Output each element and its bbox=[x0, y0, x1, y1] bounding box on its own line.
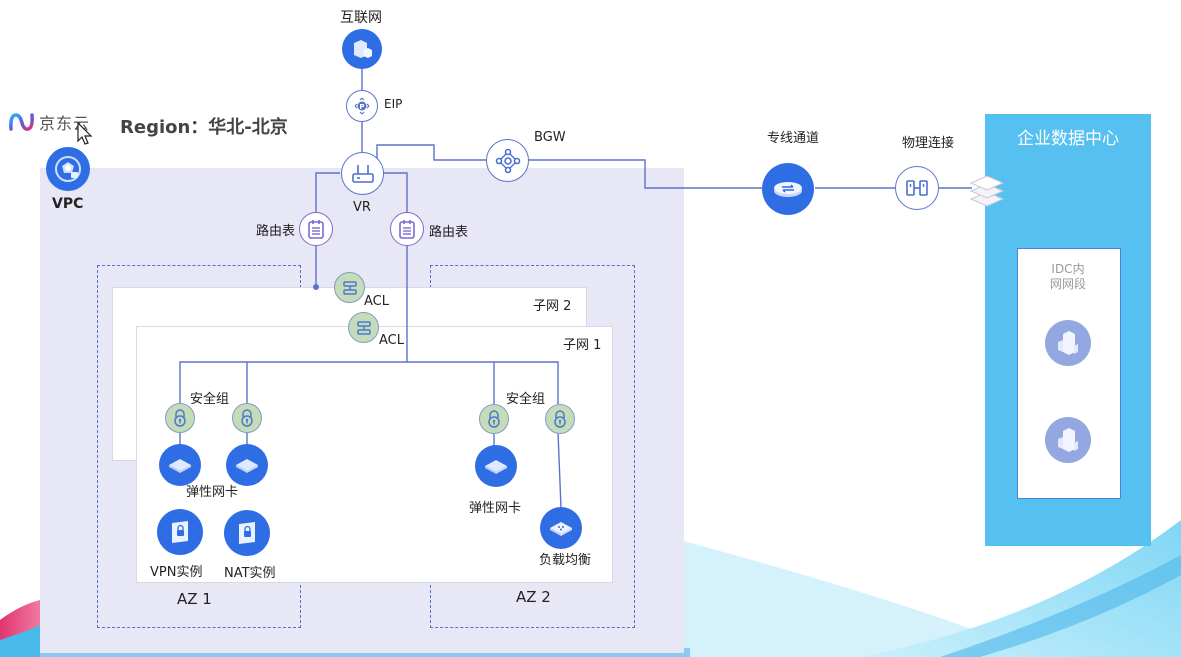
nat-instance-icon bbox=[239, 522, 255, 544]
svg-text:P: P bbox=[359, 103, 364, 111]
route-table-icon bbox=[399, 220, 415, 239]
idc-server-node-1[interactable] bbox=[1045, 320, 1091, 366]
bgw-node[interactable] bbox=[486, 139, 529, 182]
enterprise-datacenter-title: 企业数据中心 bbox=[1017, 129, 1119, 149]
building-icon bbox=[1058, 428, 1078, 452]
vr-node[interactable] bbox=[341, 152, 384, 195]
route-table-icon bbox=[308, 220, 324, 239]
nat-instance-node[interactable] bbox=[224, 510, 270, 556]
region-title: Region：华北-北京 bbox=[120, 117, 288, 138]
idc-subnet-label: IDC内 网网段 bbox=[1049, 262, 1086, 291]
route-table-node-2[interactable] bbox=[390, 212, 424, 246]
acl-icon bbox=[356, 320, 371, 335]
network-card-icon bbox=[236, 459, 258, 473]
acl-icon bbox=[342, 280, 357, 295]
vpc-label: VPC bbox=[52, 196, 84, 212]
eip-label: EIP bbox=[384, 97, 403, 111]
eni-node-2[interactable] bbox=[226, 444, 268, 486]
idc-server-node-2[interactable] bbox=[1045, 417, 1091, 463]
security-group-label-2: 安全组 bbox=[506, 392, 546, 407]
vpn-instance-node[interactable] bbox=[157, 509, 203, 555]
acl-node-2[interactable] bbox=[348, 312, 379, 343]
vpc-icon bbox=[55, 156, 81, 182]
gateway-icon bbox=[495, 148, 520, 173]
security-group-node-4[interactable] bbox=[545, 404, 575, 434]
physical-connection-node[interactable] bbox=[895, 166, 939, 210]
vpn-instance-icon bbox=[172, 521, 188, 543]
jdcloud-logo-icon bbox=[9, 113, 34, 131]
acl-label-2: ACL bbox=[379, 333, 404, 348]
subnet-1 bbox=[136, 326, 613, 583]
internet-node[interactable] bbox=[342, 29, 382, 69]
eni-node-1[interactable] bbox=[159, 444, 201, 486]
load-balancer-icon bbox=[550, 522, 572, 536]
eni-node-3[interactable] bbox=[475, 445, 517, 487]
network-card-icon bbox=[169, 459, 191, 473]
eni-label-az1: 弹性网卡 bbox=[186, 485, 239, 500]
security-group-node-2[interactable] bbox=[232, 403, 262, 433]
building-icon bbox=[1058, 331, 1078, 355]
physical-connection-label: 物理连接 bbox=[902, 136, 955, 151]
jdcloud-logo: 京东云 bbox=[8, 110, 90, 134]
eni-label-az2: 弹性网卡 bbox=[469, 501, 522, 516]
lock-icon bbox=[241, 409, 253, 427]
security-group-node-3[interactable] bbox=[479, 404, 509, 434]
network-card-icon bbox=[485, 460, 507, 474]
subnet-1-label: 子网 1 bbox=[563, 338, 602, 353]
security-group-node-1[interactable] bbox=[165, 403, 195, 433]
acl-label-1: ACL bbox=[364, 294, 389, 309]
internet-label: 互联网 bbox=[340, 10, 382, 26]
az1-label: AZ 1 bbox=[177, 590, 212, 608]
lock-icon bbox=[488, 410, 500, 428]
nat-instance-label: NAT实例 bbox=[224, 566, 276, 581]
acl-node-1[interactable] bbox=[334, 272, 365, 303]
subnet-2-label: 子网 2 bbox=[533, 299, 572, 314]
eip-icon: P bbox=[354, 97, 370, 115]
physical-connection-icon bbox=[906, 180, 928, 196]
eip-node[interactable]: P bbox=[346, 90, 378, 122]
router-icon bbox=[351, 164, 374, 183]
vr-label: VR bbox=[353, 200, 371, 215]
bgw-label: BGW bbox=[534, 130, 566, 145]
dedicated-line-label: 专线通道 bbox=[767, 131, 820, 146]
brand-name: 京东云 bbox=[39, 114, 91, 133]
security-group-label-1: 安全组 bbox=[190, 392, 230, 407]
route-table-label-1: 路由表 bbox=[256, 224, 296, 239]
dedicated-line-icon bbox=[774, 182, 802, 197]
idc-gateway-stack-icon bbox=[969, 175, 1005, 207]
mouse-cursor-icon bbox=[77, 122, 93, 145]
route-table-label-2: 路由表 bbox=[429, 225, 469, 240]
dedicated-line-node[interactable] bbox=[762, 163, 814, 215]
vpn-instance-label: VPN实例 bbox=[150, 565, 203, 580]
load-balancer-node[interactable] bbox=[540, 507, 582, 549]
route-table-node-1[interactable] bbox=[299, 212, 333, 246]
load-balancer-label: 负载均衡 bbox=[539, 553, 592, 568]
vpc-node[interactable] bbox=[46, 147, 90, 191]
az2-label: AZ 2 bbox=[516, 588, 551, 606]
lock-icon bbox=[554, 410, 566, 428]
internet-building-icon bbox=[354, 40, 372, 58]
lock-icon bbox=[174, 409, 186, 427]
